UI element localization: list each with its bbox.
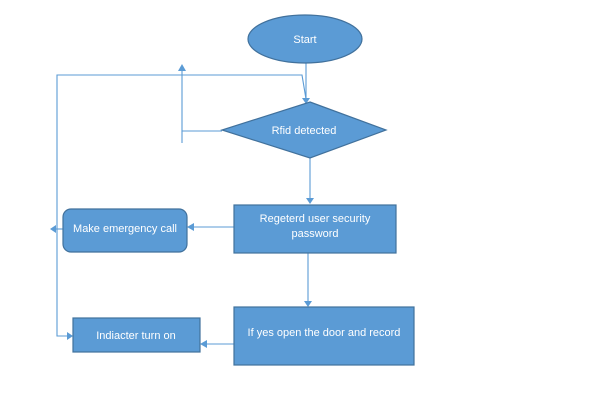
start-ellipse (247, 14, 363, 64)
arrowhead-emergency-feedback (50, 225, 56, 233)
node-start: Start (247, 14, 363, 64)
rfid-diamond (220, 101, 388, 159)
arrowhead-door-to-indicator (200, 340, 207, 348)
security-label-line1: Regeterd user security (260, 213, 371, 225)
security-box (233, 204, 397, 254)
security-label-line2: password (291, 228, 338, 240)
edges (50, 63, 314, 348)
node-door: If yes open the door and record (233, 306, 415, 366)
arrowhead-rfid-to-security (306, 198, 314, 204)
arrowhead-security-to-door (304, 301, 312, 307)
door-label: If yes open the door and record (248, 327, 401, 339)
arrowhead-start-to-rfid (302, 98, 310, 104)
arrowhead-security-to-emergency (187, 223, 194, 231)
start-label: Start (293, 34, 316, 46)
arrowhead-rfid-loop (178, 64, 186, 71)
node-rfid: Rfid detected (220, 101, 388, 159)
emergency-box (62, 208, 188, 253)
rfid-label: Rfid detected (272, 125, 337, 137)
node-security: Regeterd user security password (233, 204, 397, 254)
door-box (233, 306, 415, 366)
indicator-label: Indiacter turn on (96, 330, 176, 342)
node-indicator: Indiacter turn on (72, 317, 201, 353)
arrowhead-indicator-feedback (67, 332, 73, 340)
node-emergency: Make emergency call (62, 208, 188, 253)
indicator-box (72, 317, 201, 353)
edge-indicator-feedback (56, 74, 307, 337)
edge-rfid-loop (181, 70, 222, 132)
emergency-label: Make emergency call (73, 223, 177, 235)
